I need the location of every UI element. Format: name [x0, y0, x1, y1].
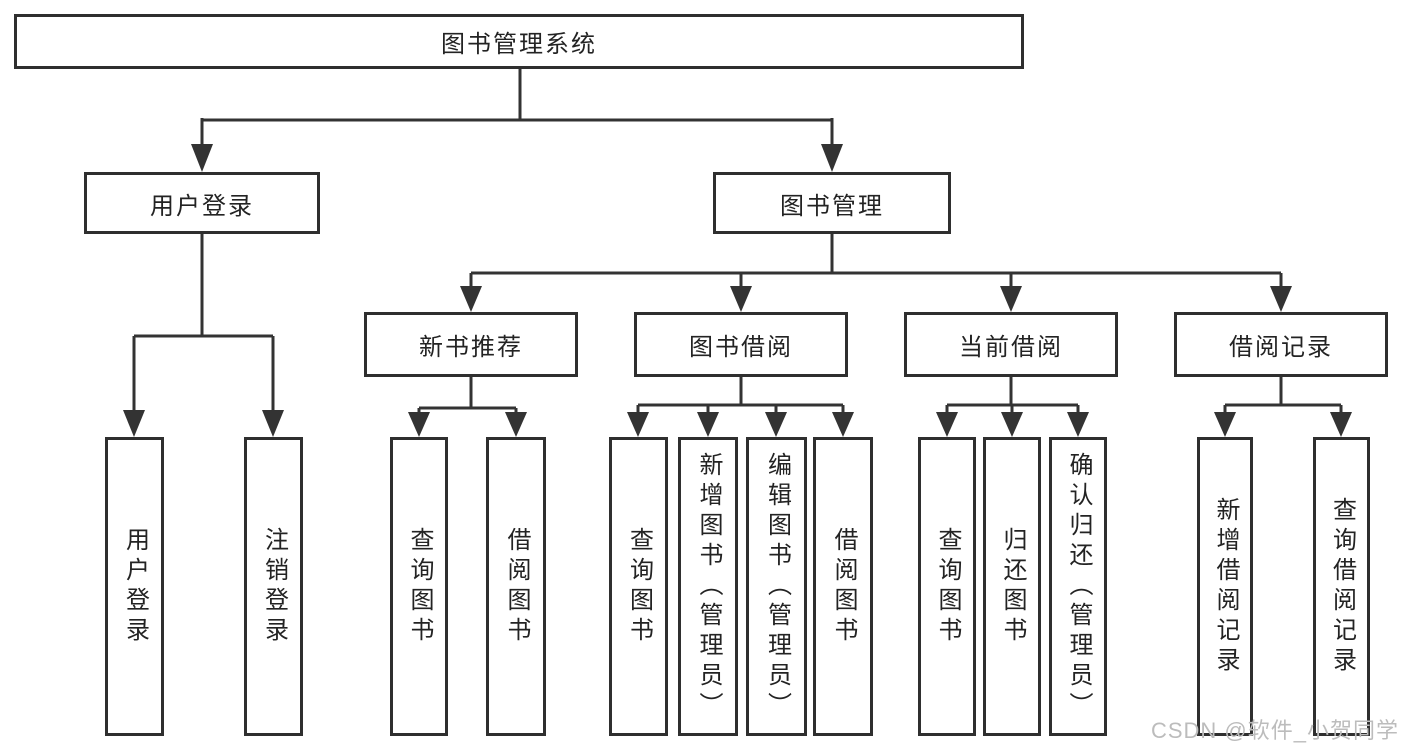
node-book-management: 图书管理 [713, 172, 951, 234]
leaf-logout-label: 注销登录 [260, 526, 288, 647]
leaf-borrow-books-recommend-label: 借阅图书 [503, 526, 530, 647]
arrow-icon [697, 412, 719, 437]
leaf-query-books-recommend: 查询图书 [390, 437, 448, 736]
leaf-logout: 注销登录 [244, 437, 303, 736]
node-root-label: 图书管理系统 [441, 31, 597, 58]
leaf-add-borrow-record-label: 新增借阅记录 [1212, 496, 1239, 677]
csdn-watermark: CSDN @软件_小贺同学 [1150, 718, 1399, 743]
arrow-icon [730, 286, 752, 312]
connector-borrow-to-leaves [636, 377, 845, 413]
arrow-icon [408, 412, 430, 437]
node-book-management-label: 图书管理 [780, 192, 884, 220]
arrow-icon [191, 144, 213, 172]
connector-root-to-level2 [200, 69, 834, 147]
node-user-login: 用户登录 [84, 172, 320, 234]
arrow-icon [1000, 286, 1022, 312]
arrow-icon [460, 286, 482, 312]
arrow-icon [505, 412, 527, 437]
arrowheads [123, 144, 1352, 437]
arrow-icon [1001, 412, 1023, 437]
leaf-confirm-return-admin-label: 确认归还（管理员） [1065, 451, 1092, 722]
leaf-query-borrow-record: 查询借阅记录 [1313, 437, 1370, 736]
node-book-borrow-label: 图书借阅 [689, 334, 793, 361]
arrow-icon [262, 410, 284, 437]
node-root: 图书管理系统 [14, 14, 1024, 69]
leaf-query-books-current-label: 查询图书 [934, 526, 961, 647]
node-current-borrow-label: 当前借阅 [959, 334, 1063, 361]
connector-current-to-leaves [945, 377, 1080, 413]
leaf-edit-books-admin-label: 编辑图书（管理员） [763, 451, 791, 722]
leaf-query-books-current: 查询图书 [918, 437, 976, 736]
leaf-return-books-label: 归还图书 [999, 526, 1026, 647]
arrow-icon [936, 412, 958, 437]
leaf-user-login: 用户登录 [105, 437, 164, 736]
leaf-user-login-label: 用户登录 [121, 526, 149, 647]
connector-newbook-to-leaves [417, 377, 518, 414]
leaf-query-books-recommend-label: 查询图书 [406, 526, 433, 647]
leaf-borrow-books: 借阅图书 [813, 437, 873, 736]
leaf-confirm-return-admin: 确认归还（管理员） [1049, 437, 1107, 736]
arrow-icon [123, 410, 145, 437]
connector-bookmgmt-to-level3 [469, 234, 1283, 289]
node-new-book-recommend: 新书推荐 [364, 312, 578, 377]
arrow-icon [765, 412, 787, 437]
arrow-icon [832, 412, 854, 437]
connector-record-to-leaves [1223, 377, 1343, 413]
arrow-icon [1270, 286, 1292, 312]
arrow-icon [627, 412, 649, 437]
node-user-login-label: 用户登录 [150, 192, 254, 220]
node-borrow-record-label: 借阅记录 [1229, 334, 1333, 361]
arrow-icon [1330, 412, 1352, 437]
leaf-query-books-borrow-label: 查询图书 [625, 526, 653, 647]
leaf-borrow-books-label: 借阅图书 [830, 526, 857, 647]
arrow-icon [1214, 412, 1236, 437]
leaf-query-borrow-record-label: 查询借阅记录 [1328, 496, 1356, 677]
leaf-add-books-admin-label: 新增图书（管理员） [695, 451, 722, 722]
leaf-return-books: 归还图书 [983, 437, 1041, 736]
leaf-edit-books-admin: 编辑图书（管理员） [746, 437, 807, 736]
leaf-add-books-admin: 新增图书（管理员） [678, 437, 738, 736]
connector-userlogin-to-leaves [132, 234, 275, 413]
leaf-borrow-books-recommend: 借阅图书 [486, 437, 546, 736]
node-book-borrow: 图书借阅 [634, 312, 848, 377]
node-new-book-recommend-label: 新书推荐 [419, 334, 523, 361]
node-borrow-record: 借阅记录 [1174, 312, 1388, 377]
arrow-icon [821, 144, 843, 172]
arrow-icon [1067, 412, 1089, 437]
node-current-borrow: 当前借阅 [904, 312, 1118, 377]
leaf-add-borrow-record: 新增借阅记录 [1197, 437, 1253, 736]
leaf-query-books-borrow: 查询图书 [609, 437, 668, 736]
